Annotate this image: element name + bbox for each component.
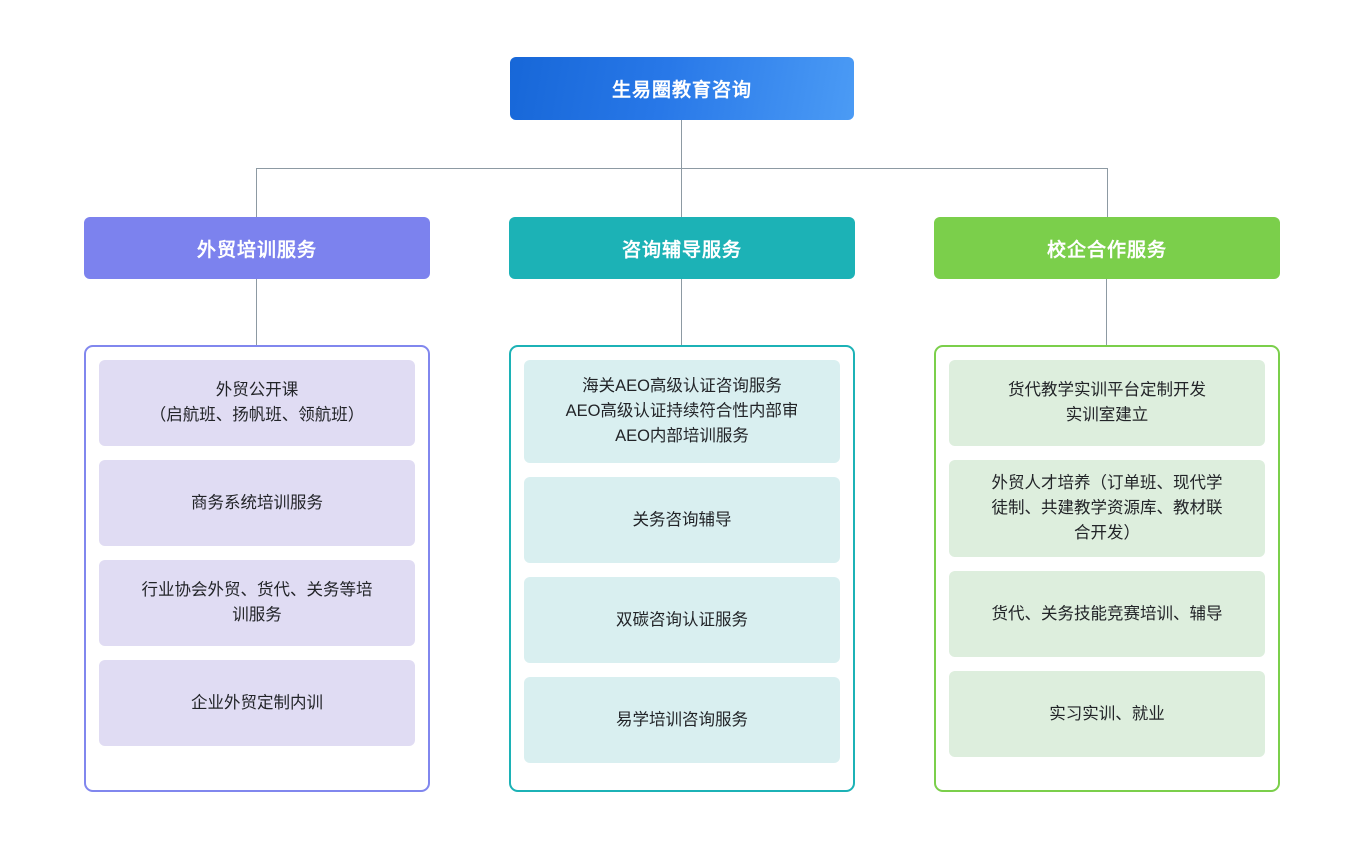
list-item[interactable]: 双碳咨询认证服务	[524, 577, 840, 663]
list-item[interactable]: 商务系统培训服务	[99, 460, 415, 546]
list-item[interactable]: 关务咨询辅导	[524, 477, 840, 563]
branch-column-1: 外贸培训服务 外贸公开课 （启航班、扬帆班、领航班） 商务系统培训服务 行业协会…	[84, 217, 430, 792]
item-line: 实训室建立	[1065, 406, 1149, 424]
connector-stub-branch-2	[681, 279, 682, 345]
item-line: 外贸公开课	[215, 381, 299, 399]
item-line: 双碳咨询认证服务	[616, 610, 748, 629]
item-line: 海关AEO高级认证咨询服务	[582, 377, 782, 395]
connector-drop-branch-3	[1107, 168, 1108, 217]
item-line: 合开发）	[1074, 524, 1140, 542]
root-node-label: 生易圈教育咨询	[611, 80, 752, 101]
item-line: 商务系统培训服务	[191, 493, 323, 512]
branch-items-container-3: 货代教学实训平台定制开发 实训室建立 外贸人才培养（订单班、现代学 徒制、共建教…	[934, 345, 1280, 792]
item-line: AEO内部培训服务	[615, 427, 749, 445]
list-item[interactable]: 外贸公开课 （启航班、扬帆班、领航班）	[99, 360, 415, 446]
branch-header-2-label: 咨询辅导服务	[621, 239, 742, 261]
connector-drop-branch-1	[256, 168, 257, 217]
item-line: 企业外贸定制内训	[191, 693, 323, 712]
connector-root-stem	[681, 120, 682, 168]
item-line: 行业协会外贸、货代、关务等培	[141, 581, 373, 599]
branch-column-2: 咨询辅导服务 海关AEO高级认证咨询服务 AEO高级认证持续符合性内部审 AEO…	[509, 217, 855, 792]
list-item[interactable]: 货代教学实训平台定制开发 实训室建立	[949, 360, 1265, 446]
connector-drop-branch-2	[681, 168, 682, 217]
list-item[interactable]: 行业协会外贸、货代、关务等培 训服务	[99, 560, 415, 646]
branch-header-3[interactable]: 校企合作服务	[934, 217, 1280, 279]
branch-header-1[interactable]: 外贸培训服务	[84, 217, 430, 279]
connector-stub-branch-3	[1106, 279, 1107, 345]
item-line: 外贸人才培养（订单班、现代学	[991, 474, 1223, 492]
item-line: 货代、关务技能竞赛培训、辅导	[991, 604, 1223, 623]
branch-header-3-label: 校企合作服务	[1046, 239, 1167, 261]
item-line: 货代教学实训平台定制开发	[1008, 381, 1206, 399]
branch-items-container-2: 海关AEO高级认证咨询服务 AEO高级认证持续符合性内部审 AEO内部培训服务 …	[509, 345, 855, 792]
branch-header-2[interactable]: 咨询辅导服务	[509, 217, 855, 279]
list-item[interactable]: 企业外贸定制内训	[99, 660, 415, 746]
connector-stub-branch-1	[256, 279, 257, 345]
item-line: 徒制、共建教学资源库、教材联	[991, 499, 1223, 517]
list-item[interactable]: 易学培训咨询服务	[524, 677, 840, 763]
list-item[interactable]: 外贸人才培养（订单班、现代学 徒制、共建教学资源库、教材联 合开发）	[949, 460, 1265, 557]
list-item[interactable]: 海关AEO高级认证咨询服务 AEO高级认证持续符合性内部审 AEO内部培训服务	[524, 360, 840, 463]
item-line: 训服务	[232, 606, 282, 624]
item-line: 实习实训、就业	[1049, 704, 1165, 723]
branch-column-3: 校企合作服务 货代教学实训平台定制开发 实训室建立 外贸人才培养（订单班、现代学…	[934, 217, 1280, 792]
list-item[interactable]: 货代、关务技能竞赛培训、辅导	[949, 571, 1265, 657]
item-line: 关务咨询辅导	[632, 510, 732, 529]
branch-header-1-label: 外贸培训服务	[196, 239, 317, 261]
item-line: 易学培训咨询服务	[616, 710, 748, 729]
root-node[interactable]: 生易圈教育咨询	[510, 57, 854, 120]
item-line: AEO高级认证持续符合性内部审	[565, 402, 799, 420]
item-line: （启航班、扬帆班、领航班）	[149, 406, 365, 424]
list-item[interactable]: 实习实训、就业	[949, 671, 1265, 757]
branch-items-container-1: 外贸公开课 （启航班、扬帆班、领航班） 商务系统培训服务 行业协会外贸、货代、关…	[84, 345, 430, 792]
